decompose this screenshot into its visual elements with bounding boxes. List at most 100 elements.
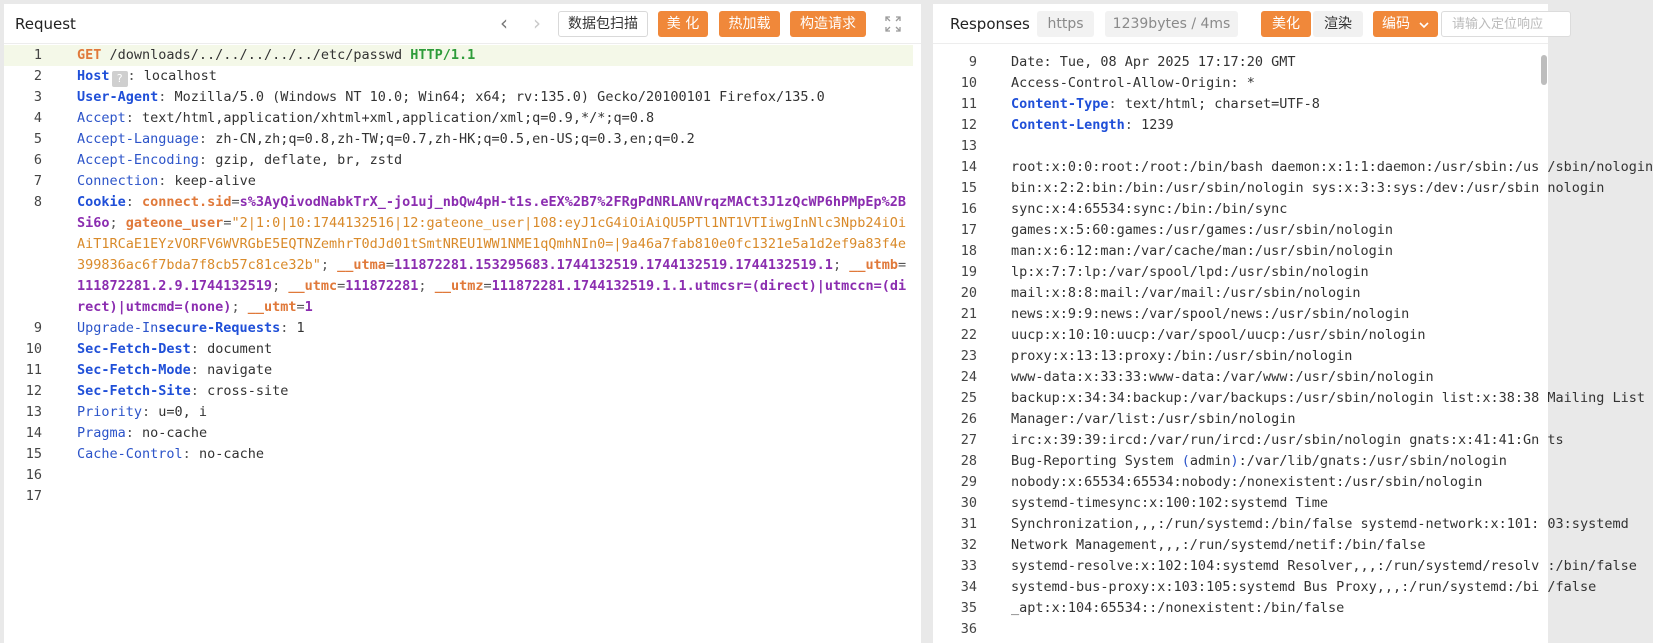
line-number: 24 (960, 369, 977, 385)
token: Synchronization,,,:/run/systemd:/bin/fal… (1011, 516, 1629, 532)
packet-scan-button[interactable]: 数据包扫描 (558, 11, 648, 37)
code-line[interactable]: 26 Manager:/var/list:/usr/sbin/nologin (933, 409, 1548, 430)
history-forward-icon[interactable]: › (533, 11, 541, 35)
line-text: systemd-resolve:x:102:104:systemd Resolv… (1011, 556, 1637, 577)
line-number: 26 (960, 411, 977, 427)
line-text: nobody:x:65534:65534:nobody:/nonexistent… (1011, 472, 1548, 493)
hot-load-button[interactable]: 热加载 (719, 11, 780, 37)
token: Upgrade-In (77, 320, 159, 336)
line-number: 2 (33, 68, 42, 84)
token: secure-Requests (158, 320, 281, 336)
token: Accept-Language (77, 131, 199, 147)
construct-request-button[interactable]: 构造请求 (790, 11, 866, 37)
response-scrollbar[interactable] (1540, 45, 1548, 643)
line-number: 3 (33, 89, 42, 105)
token: document (207, 341, 273, 357)
token: Cache-Control (77, 446, 183, 462)
code-line[interactable]: 36 (933, 619, 1548, 640)
line-text: news:x:9:9:news:/var/spool/news:/usr/sbi… (1011, 304, 1548, 325)
code-line[interactable]: 17 (4, 486, 921, 507)
line-text: Cache-Control: no-cache (77, 444, 907, 465)
code-line[interactable]: 35_apt:x:104:65534::/nonexistent:/bin/fa… (933, 598, 1548, 619)
code-line[interactable]: 10 Access-Control-Allow-Origin: * (933, 73, 1548, 94)
token: : (1124, 117, 1142, 133)
token: localhost (143, 68, 217, 84)
token: = (385, 257, 395, 273)
line-number: 10 (960, 75, 977, 91)
beautify-response-button[interactable]: 美化 (1261, 11, 1311, 37)
line-text: Manager:/var/list:/usr/sbin/nologin (1011, 409, 1548, 430)
fullscreen-icon[interactable] (885, 16, 901, 32)
code-line[interactable]: 2 Host?: localhost (4, 66, 921, 87)
token: Access-Control-Allow-Origin: * (1011, 75, 1255, 91)
response-scroll-thumb[interactable] (1541, 55, 1547, 85)
line-text (1011, 619, 1548, 640)
render-button[interactable]: 渲染 (1313, 11, 1363, 37)
line-number: 17 (960, 222, 977, 238)
token: systemd-resolve:x:102:104:systemd Resolv… (1011, 558, 1637, 574)
code-line[interactable]: 21 news:x:9:9:news:/var/spool/news:/usr/s… (933, 304, 1548, 325)
line-text: Content-Length: 1239 (1011, 115, 1548, 136)
token: __utmt (247, 299, 297, 315)
code-line[interactable]: 29 nobody:x:65534:65534:nobody:/nonexiste… (933, 472, 1548, 493)
token: : (198, 152, 216, 168)
line-number: 27 (960, 432, 977, 448)
locate-response-input[interactable] (1441, 11, 1571, 37)
line-number: 6 (33, 152, 42, 168)
token: backup:x:34:34:backup:/var/backups:/usr/… (1011, 390, 1645, 406)
code-line[interactable]: 13 (933, 136, 1548, 157)
token: Priority (77, 404, 143, 420)
beautify-request-button[interactable]: 美 化 (658, 11, 708, 37)
token: __utmz (434, 278, 484, 294)
token: Bug-Reporting System (1011, 453, 1182, 469)
line-text: Host?: localhost (77, 66, 907, 87)
token: : (142, 404, 159, 420)
code-line[interactable]: 16 (4, 465, 921, 486)
request-scrollbar[interactable] (913, 45, 921, 643)
encoding-dropdown[interactable]: 编码 (1373, 11, 1438, 37)
history-back-icon[interactable]: ‹ (500, 11, 508, 35)
line-number: 29 (960, 474, 977, 490)
line-number: 36 (960, 621, 977, 637)
line-number: 21 (960, 306, 977, 322)
token: ) (1230, 453, 1239, 469)
line-number: 13 (960, 138, 977, 154)
